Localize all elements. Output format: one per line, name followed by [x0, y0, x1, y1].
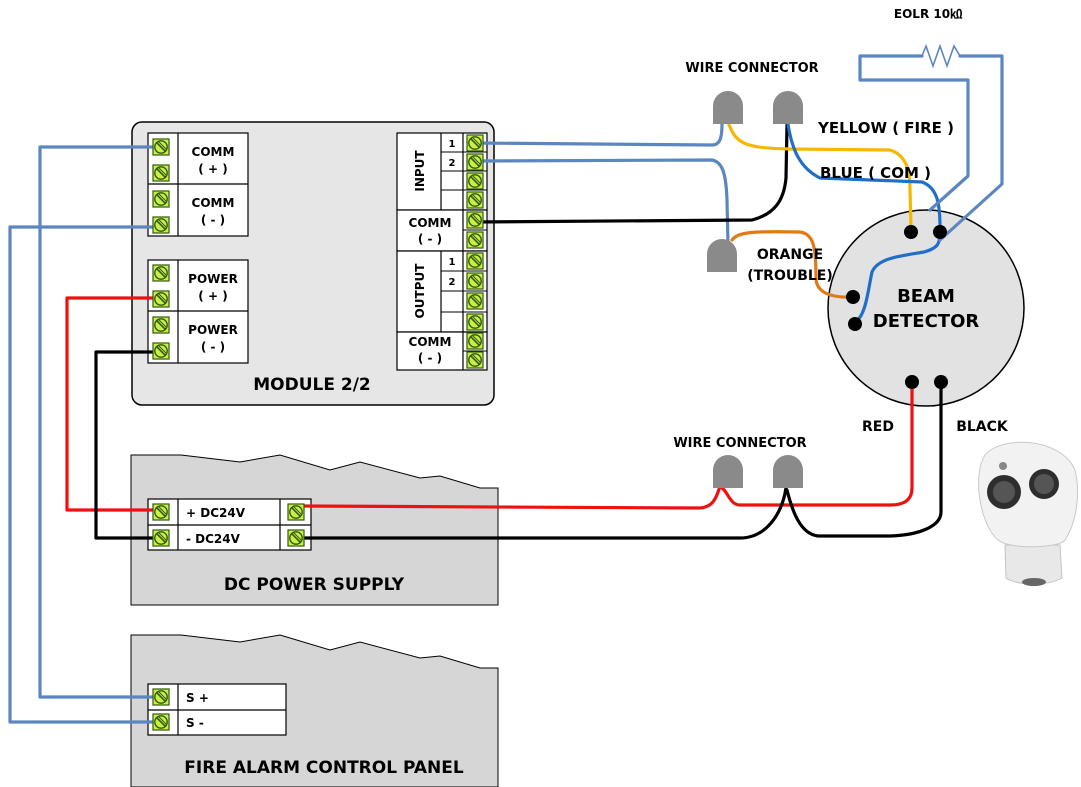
module-output-num-2: 2 [449, 277, 456, 288]
detector-terminals [846, 225, 948, 389]
eolr-label: EOLR 10㏀ [894, 7, 963, 21]
fire-panel-box [130, 634, 499, 787]
wire-red-supply [298, 484, 722, 510]
module-power-minus-sign: ( - ) [201, 340, 225, 354]
wire-blue-comm-minus [8, 225, 160, 724]
power-supply-box [130, 454, 499, 606]
module-power-plus-label: POWER [188, 272, 238, 286]
wire-red-detector [720, 383, 914, 507]
detector-label-line1: BEAM [897, 286, 955, 307]
wire-yellow-fire [726, 120, 913, 230]
detector-label-line2: DETECTOR [873, 311, 980, 332]
wire-connector-top-label: WIRE CONNECTOR [685, 61, 818, 76]
wire-blue-detector-2 [853, 230, 942, 324]
wire-orange-trouble [730, 230, 854, 299]
module-output-label: OUTPUT [413, 263, 427, 319]
wire-connector-top-1 [713, 91, 743, 124]
panel-title: FIRE ALARM CONTROL PANEL [184, 758, 464, 778]
panel-s-minus-label: S - [186, 716, 204, 730]
module-input-label: INPUT [413, 150, 427, 192]
module-comm-right-1-sign: ( - ) [418, 232, 442, 246]
module-comm-minus-sign: ( - ) [201, 213, 225, 227]
orange-wire-sub-label: (TROUBLE) [747, 268, 833, 284]
wire-eolr-left [858, 54, 970, 212]
red-wire-label: RED [862, 419, 894, 435]
wire-black-power [94, 350, 160, 540]
module-comm-right-2-sign: ( - ) [418, 351, 442, 365]
module-comm-minus-label: COMM [192, 196, 235, 210]
resistor-symbol [921, 43, 961, 69]
module-comm-plus-label: COMM [192, 145, 235, 159]
orange-wire-label: ORANGE [757, 247, 823, 263]
wire-black-supply [298, 486, 788, 540]
supply-title: DC POWER SUPPLY [224, 575, 405, 595]
wire-eolr-right [938, 54, 1004, 242]
blue-wire-label: BLUE ( COM ) [820, 164, 931, 182]
supply-minus-label: - DC24V [186, 532, 241, 546]
panel-s-plus-label: S + [186, 691, 209, 705]
wire-blue-com [786, 122, 942, 230]
yellow-wire-label: YELLOW ( FIRE ) [817, 119, 954, 137]
module-title: MODULE 2/2 [253, 375, 371, 395]
module-input-num-1: 1 [449, 139, 456, 150]
wire-blue-comm-plus [38, 145, 160, 699]
wire-connector-bottom-1 [713, 455, 743, 488]
module-comm-plus-sign: ( + ) [198, 162, 227, 176]
beam-detector-device-image [978, 441, 1079, 586]
supply-plus-label: + DC24V [186, 506, 246, 520]
wire-connector-orange [707, 239, 737, 272]
module-power-minus-label: POWER [188, 323, 238, 337]
wire-black-detector [785, 383, 943, 538]
module-output-num-1: 1 [449, 257, 456, 268]
wire-blue-input-1 [472, 122, 724, 147]
beam-detector [827, 209, 1025, 407]
wire-connector-top-2 [773, 91, 803, 124]
module-power-plus-sign: ( + ) [198, 289, 227, 303]
module-input-num-2: 2 [449, 158, 456, 169]
wire-black-comm [472, 123, 789, 224]
wire-red-power [65, 296, 160, 512]
module-comm-right-1-label: COMM [409, 216, 452, 230]
wire-blue-input-2 [472, 158, 730, 247]
wire-connector-bottom-2 [773, 455, 803, 488]
module-comm-right-2-label: COMM [409, 335, 452, 349]
wire-connector-bottom-label: WIRE CONNECTOR [673, 436, 806, 451]
black-wire-label: BLACK [956, 419, 1009, 435]
